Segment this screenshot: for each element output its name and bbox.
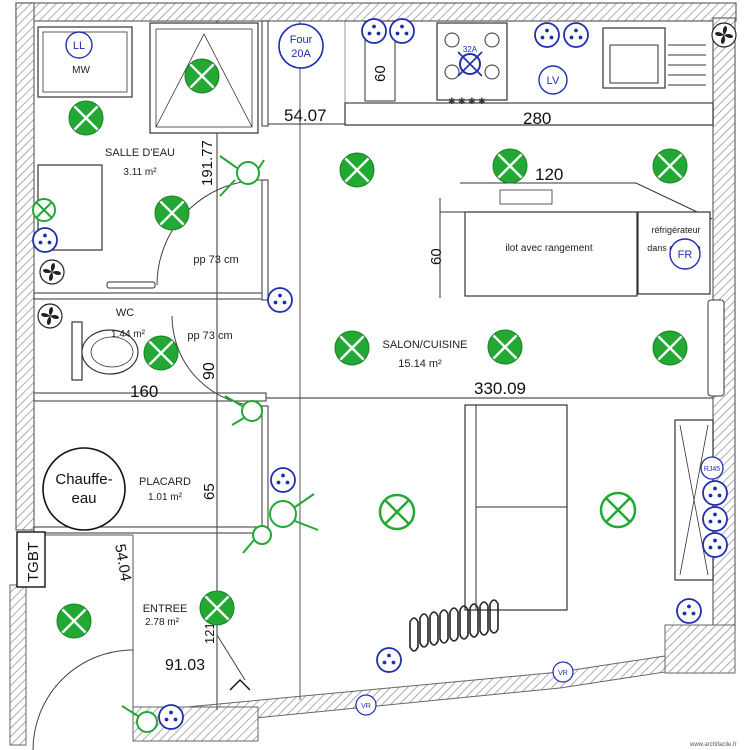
outlet-icon — [267, 287, 293, 313]
outlet-icon — [376, 647, 402, 673]
water-heater-label-1: Chauffe- — [55, 471, 112, 488]
dim-280: 280 — [523, 109, 551, 128]
interior-partitions — [33, 20, 713, 712]
cooktop-32a-marker: 32A — [457, 45, 483, 77]
passage-label-2: pp 73 cm — [187, 330, 232, 342]
outlet-icon — [534, 22, 560, 48]
svg-text:✱ ✱ ✱ ✱: ✱ ✱ ✱ ✱ — [448, 96, 486, 106]
dim-330-09: 330.09 — [474, 379, 526, 398]
light-icon — [55, 602, 93, 640]
room-labels: SALLE D'EAU 3.11 m² WC 1.44 m² SALON/CUI… — [105, 147, 467, 628]
salle-deau-name: SALLE D'EAU — [105, 147, 175, 159]
salle-deau-area: 3.11 m² — [123, 167, 157, 178]
placard-name: PLACARD — [139, 476, 191, 488]
svg-text:VR: VR — [558, 670, 568, 677]
light-icon — [153, 194, 191, 232]
outlet-icon — [361, 18, 387, 44]
tgbt-panel: TGBT — [16, 531, 46, 588]
outlet-icon — [563, 22, 589, 48]
dimension-labels: 54.07 280 120 60 60 191.77 90 160 330.09… — [111, 65, 563, 674]
outlet-icon — [676, 598, 702, 624]
tgbt-label: TGBT — [25, 542, 42, 582]
washing-machine — [37, 26, 133, 98]
dim-91-03: 91.03 — [165, 657, 205, 674]
light-icon — [333, 329, 371, 367]
light-icon — [198, 589, 236, 627]
wall-light-icon — [378, 493, 416, 531]
outlet-icon — [702, 532, 728, 558]
salon-cuisine-area: 15.14 m² — [398, 358, 442, 370]
fridge-label-1: réfrigérateur — [651, 225, 700, 235]
dim-191-77: 191.77 — [199, 140, 216, 186]
passage-label-1: pp 73 cm — [193, 254, 238, 266]
fan-icon — [711, 22, 737, 48]
water-heater: Chauffe- eau — [42, 447, 126, 531]
dim-60-vertical: 60 — [428, 248, 445, 265]
wc-area: 1.44 m² — [111, 329, 146, 340]
outlet-icon — [702, 506, 728, 532]
light-icon — [338, 151, 376, 189]
light-icon — [142, 334, 180, 372]
kitchen-island — [439, 182, 713, 298]
light-icon — [651, 147, 689, 185]
dim-160: 160 — [130, 382, 158, 401]
dim-120: 120 — [535, 165, 563, 184]
light-icon — [491, 147, 529, 185]
mw-label: MW — [72, 65, 90, 76]
svg-text:FR: FR — [678, 249, 693, 261]
dim-60-top: 60 — [372, 65, 389, 82]
towel-rail — [106, 281, 156, 289]
light-icon — [183, 57, 221, 95]
rj45-marker: RJ45 — [700, 456, 724, 480]
svg-text:20A: 20A — [291, 48, 311, 60]
light-icon — [486, 328, 524, 366]
water-heater-label-2: eau — [71, 490, 96, 507]
light-icon — [67, 99, 105, 137]
island-label: ilot avec rangement — [505, 243, 592, 254]
svg-text:RJ45: RJ45 — [704, 466, 720, 473]
outlet-icon — [270, 467, 296, 493]
wall-light-icon — [32, 198, 56, 222]
dishwasher-marker: LL — [65, 31, 93, 59]
cooktop: ✱ ✱ ✱ ✱ — [436, 22, 508, 106]
oven-marker: Four 20A — [278, 23, 324, 69]
annotation-labels: pp 73 cm pp 73 cm ilot avec rangement ré… — [72, 65, 737, 748]
fan-icon — [39, 259, 65, 285]
ceiling-lights — [32, 57, 689, 640]
appliance-markers: Four 20A LL LV FR 32A RJ45 VR — [65, 23, 724, 716]
svg-text:32A: 32A — [463, 45, 478, 54]
entree-name: ENTREE — [143, 603, 188, 615]
outlet-icon — [158, 704, 184, 730]
outlet-icon — [702, 480, 728, 506]
light-icon — [651, 329, 689, 367]
light-switches — [121, 155, 319, 733]
dim-54-07: 54.07 — [284, 106, 327, 125]
shutter-marker-2: VR — [552, 661, 574, 683]
wall-light-icon — [599, 491, 637, 529]
entree-area: 2.78 m² — [145, 617, 180, 628]
storage-shelves — [464, 404, 568, 611]
toilet — [71, 321, 139, 381]
fan-icon — [37, 303, 63, 329]
kitchen-sink — [602, 27, 706, 89]
dim-90: 90 — [201, 362, 218, 380]
dim-65: 65 — [201, 483, 218, 500]
placard-area: 1.01 m² — [148, 492, 183, 503]
svg-text:Four: Four — [290, 34, 313, 46]
watermark: www.archifacile.fr — [689, 742, 737, 748]
svg-text:LL: LL — [73, 40, 85, 52]
svg-text:VR: VR — [361, 703, 371, 710]
outlet-icon — [32, 227, 58, 253]
radiator-right — [707, 299, 725, 397]
fridge-marker: FR — [669, 238, 701, 270]
salon-cuisine-name: SALON/CUISINE — [383, 339, 468, 351]
wc-name: WC — [116, 307, 134, 319]
shutter-marker-1: VR — [355, 694, 377, 716]
svg-text:LV: LV — [547, 75, 560, 87]
dim-54-04: 54.04 — [111, 543, 134, 583]
radiator-bottom — [409, 599, 499, 652]
washing-machine-marker: LV — [538, 65, 568, 95]
outlet-icon — [389, 18, 415, 44]
